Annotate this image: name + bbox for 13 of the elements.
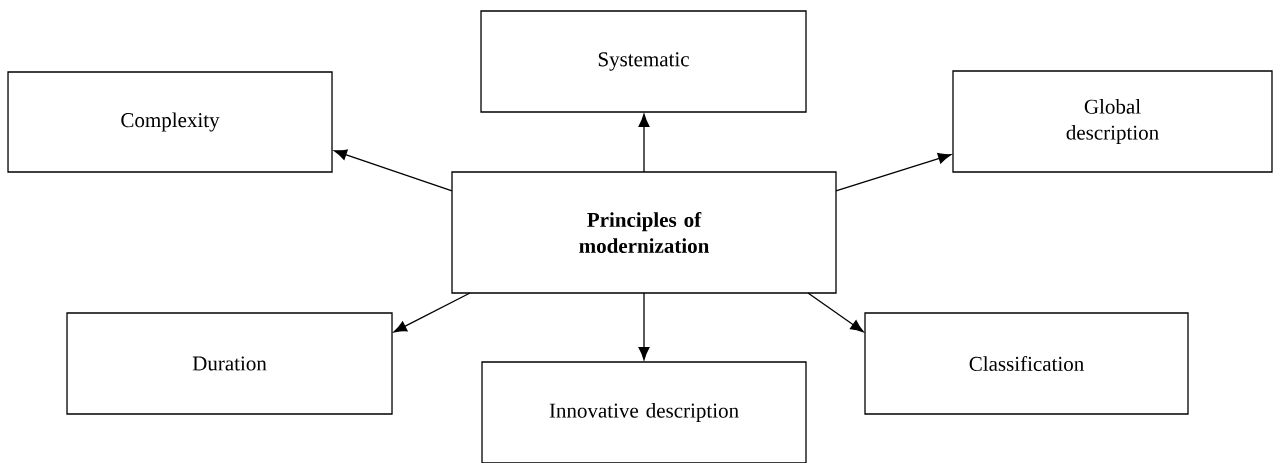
arrow [835,153,952,192]
arrow [807,292,864,333]
box: Systematic [480,10,807,113]
principle-box: Principles of modernization [451,171,837,294]
box: Duration [66,312,393,415]
box: Classification [864,312,1189,415]
arrow [638,113,650,173]
arrow [333,149,453,192]
arrow [393,292,471,333]
box: Complexity [7,71,333,173]
arrow [638,292,650,361]
box: Global description [952,70,1273,173]
box: Innovative description [481,361,807,463]
